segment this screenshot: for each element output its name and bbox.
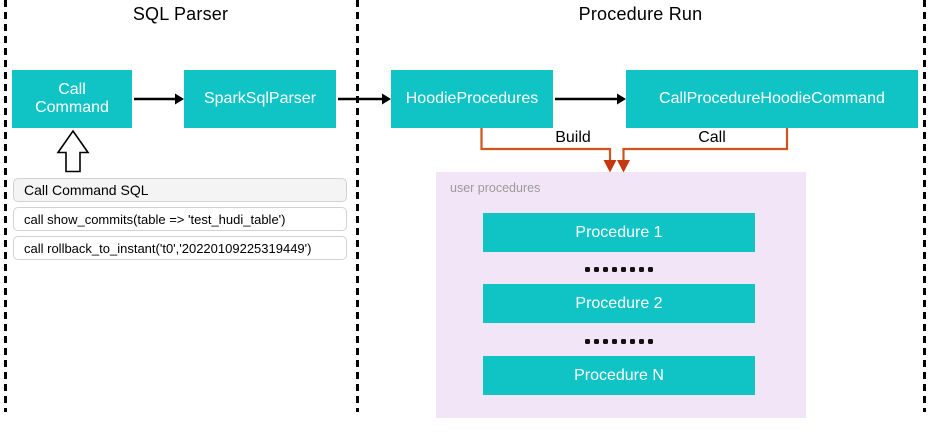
node-sparksqlparser: SparkSqlParser xyxy=(184,70,336,128)
section-divider-middle xyxy=(356,0,359,412)
call-arrowhead-icon xyxy=(617,160,630,173)
sql-panel-row-show-commits: call show_commits(table => 'test_hudi_ta… xyxy=(13,207,347,231)
node-procedure-1: Procedure 1 xyxy=(483,213,755,252)
flow-arrow-parser-to-hoodieprocedures xyxy=(338,93,391,105)
sql-panel-row-rollback: call rollback_to_instant('t0','202201092… xyxy=(13,236,347,260)
section-title-sql-parser: SQL Parser xyxy=(132,4,229,24)
node-hoodieprocedures: HoodieProcedures xyxy=(391,70,553,128)
node-procedure-2: Procedure 2 xyxy=(483,284,755,323)
section-divider-right xyxy=(923,0,926,412)
node-procedure-2-label: Procedure 2 xyxy=(575,294,663,312)
node-call-command-label: Call Command xyxy=(35,80,109,116)
user-procedures-label: user procedures xyxy=(450,181,541,195)
build-arrowhead-icon xyxy=(603,160,617,173)
node-callprocedurehoodiecommand-label: CallProcedureHoodieCommand xyxy=(659,89,885,107)
user-procedures-group: user procedures Procedure 1 Procedure 2 … xyxy=(436,172,806,418)
section-title-procedure-run: Procedure Run xyxy=(578,4,703,24)
node-procedure-n-label: Procedure N xyxy=(574,366,664,384)
edge-label-call: Call xyxy=(698,129,726,146)
ellipsis-separator xyxy=(483,339,755,344)
node-procedure-1-label: Procedure 1 xyxy=(575,223,663,241)
block-up-arrow-icon xyxy=(56,129,90,173)
flow-arrow-hoodieprocedures-to-command xyxy=(555,93,626,105)
sql-panel-header: Call Command SQL xyxy=(13,178,347,202)
node-procedure-n: Procedure N xyxy=(483,356,755,395)
section-divider-left xyxy=(4,0,7,412)
ellipsis-separator xyxy=(483,267,755,272)
node-sparksqlparser-label: SparkSqlParser xyxy=(203,89,317,107)
flow-arrow-call-command-to-parser xyxy=(134,93,184,105)
node-call-command: Call Command xyxy=(12,70,132,128)
node-callprocedurehoodiecommand: CallProcedureHoodieCommand xyxy=(626,70,918,128)
edge-label-build: Build xyxy=(555,129,591,146)
node-hoodieprocedures-label: HoodieProcedures xyxy=(405,89,539,107)
